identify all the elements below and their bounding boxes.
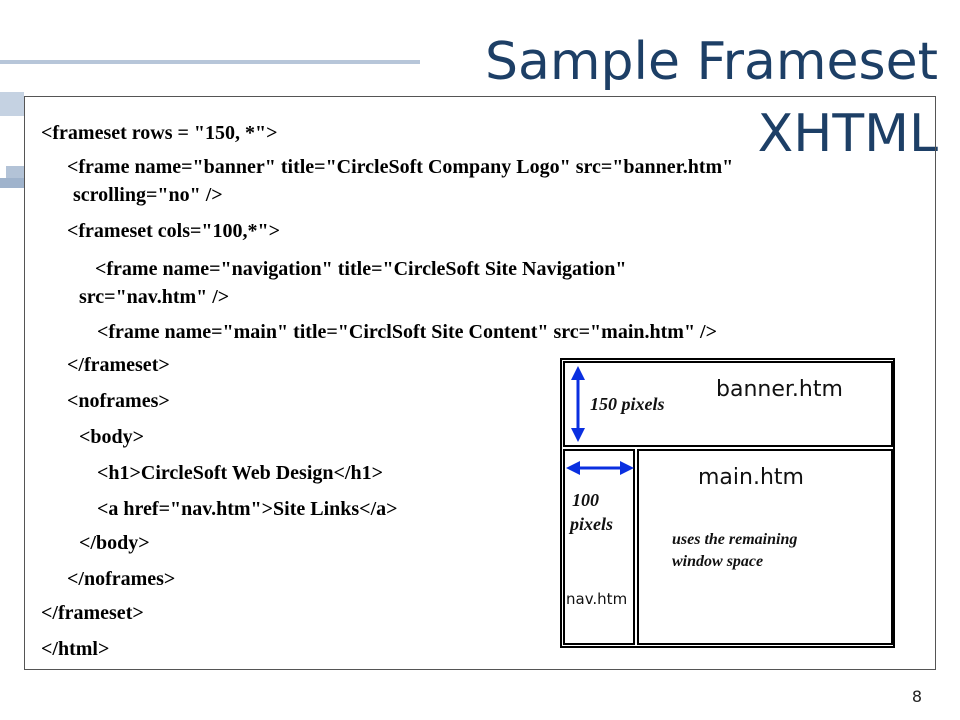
code-line: <frameset cols="100,*"> <box>67 220 281 242</box>
main-note-line-2: window space <box>672 553 763 570</box>
code-line: <frame name="navigation" title="CircleSo… <box>95 258 627 280</box>
nav-frame <box>563 449 635 645</box>
decorative-square <box>0 92 24 116</box>
code-line: <h1>CircleSoft Web Design</h1> <box>97 462 383 484</box>
slide-title: Sample Frameset XHTML <box>485 32 938 164</box>
vertical-arrow-icon <box>571 366 585 442</box>
decorative-bar <box>0 178 24 188</box>
banner-height-label: 150 pixels <box>590 394 665 414</box>
nav-width-label-1: 100 <box>572 490 599 510</box>
code-line: <frame name="banner" title="CircleSoft C… <box>67 156 734 178</box>
code-line: <frame name="main" title="CirclSoft Site… <box>97 321 717 343</box>
code-line: </body> <box>79 532 150 554</box>
main-frame <box>637 449 893 645</box>
banner-label: banner.htm <box>716 377 843 402</box>
code-line: <body> <box>79 426 145 448</box>
code-listing: <frameset rows = "150, *"> <frame name="… <box>25 97 935 669</box>
code-line: </noframes> <box>67 568 176 590</box>
code-box: <frameset rows = "150, *"> <frame name="… <box>24 96 936 670</box>
main-note-line-1: uses the remaining <box>672 531 797 548</box>
main-label: main.htm <box>698 465 804 490</box>
diagram-outer-frame <box>560 358 895 648</box>
code-line: </html> <box>41 638 110 660</box>
code-line: <noframes> <box>67 390 170 412</box>
code-line: scrolling="no" /> <box>73 184 223 206</box>
banner-frame <box>563 361 893 447</box>
nav-label: nav.htm <box>566 590 627 608</box>
code-line: src="nav.htm" /> <box>79 286 230 308</box>
code-line: <a href="nav.htm">Site Links</a> <box>97 498 398 520</box>
horizontal-arrow-icon <box>566 461 634 475</box>
nav-width-label-2: pixels <box>568 514 613 534</box>
decorative-line <box>0 60 420 64</box>
code-line: </frameset> <box>67 354 170 376</box>
frameset-diagram: 150 pixels banner.htm main.htm uses the … <box>560 358 896 650</box>
code-line: </frameset> <box>41 602 144 624</box>
page-number: 8 <box>911 687 922 706</box>
code-line: <frameset rows = "150, *"> <box>41 122 278 144</box>
